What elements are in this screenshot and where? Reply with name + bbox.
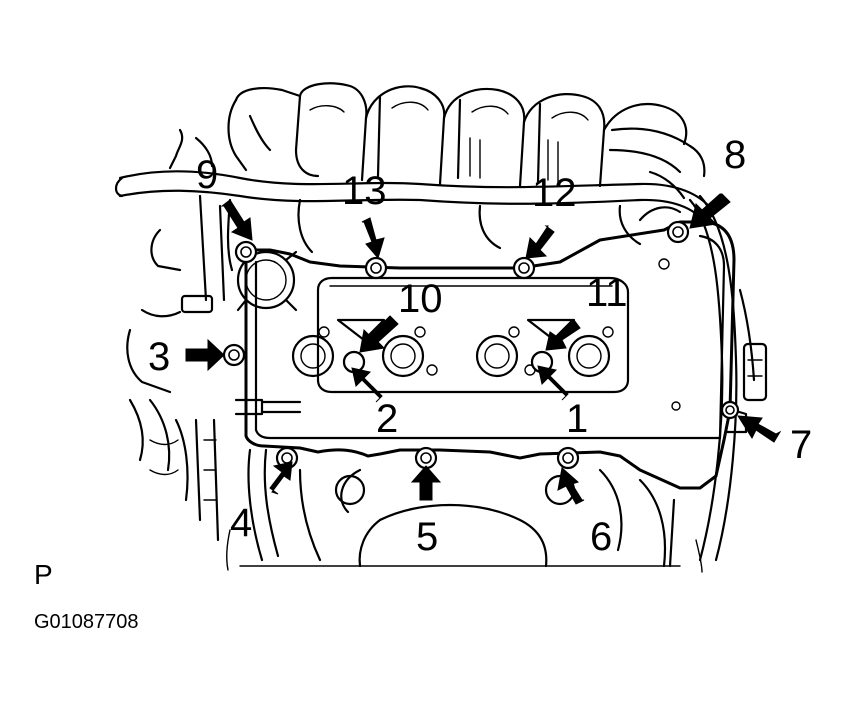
label-5: 5 — [416, 515, 438, 559]
label-8: 8 — [724, 133, 746, 177]
label-7: 7 — [790, 423, 812, 467]
arrow-9 — [220, 199, 253, 241]
label-2: 2 — [376, 397, 398, 441]
figure-code: G01087708 — [34, 611, 139, 633]
arrow-4 — [269, 461, 293, 495]
bolt-6 — [556, 446, 580, 470]
label-1: 1 — [566, 397, 588, 441]
arrow-2 — [351, 367, 383, 403]
engine-line-art — [114, 82, 768, 573]
arrows — [185, 193, 782, 505]
bolt-3 — [222, 343, 246, 367]
arrow-3 — [185, 338, 225, 372]
arrow-11 — [545, 319, 581, 351]
arrow-10 — [359, 315, 399, 353]
label-10: 10 — [398, 277, 443, 321]
bolt-12 — [512, 256, 536, 280]
label-11: 11 — [586, 271, 628, 315]
arrow-5 — [410, 465, 442, 501]
label-4: 4 — [230, 501, 252, 545]
callout-labels: 1 2 3 4 5 6 7 8 9 10 11 12 13 — [148, 133, 812, 559]
bolt-7 — [720, 400, 740, 420]
arrow-8 — [689, 193, 731, 229]
view-label: P — [34, 559, 53, 590]
label-12: 12 — [532, 171, 577, 215]
label-13: 13 — [342, 169, 387, 213]
arrow-1 — [537, 365, 569, 401]
label-9: 9 — [196, 153, 218, 197]
bolt-13 — [364, 256, 388, 280]
bolt-8 — [666, 220, 690, 244]
bolt-9 — [234, 240, 258, 264]
label-6: 6 — [590, 515, 612, 559]
bolt-5 — [414, 446, 438, 470]
arrow-6 — [557, 467, 585, 505]
arrow-7 — [737, 415, 782, 443]
arrow-12 — [525, 225, 555, 259]
label-3: 3 — [148, 335, 170, 379]
arrow-13 — [361, 217, 385, 260]
